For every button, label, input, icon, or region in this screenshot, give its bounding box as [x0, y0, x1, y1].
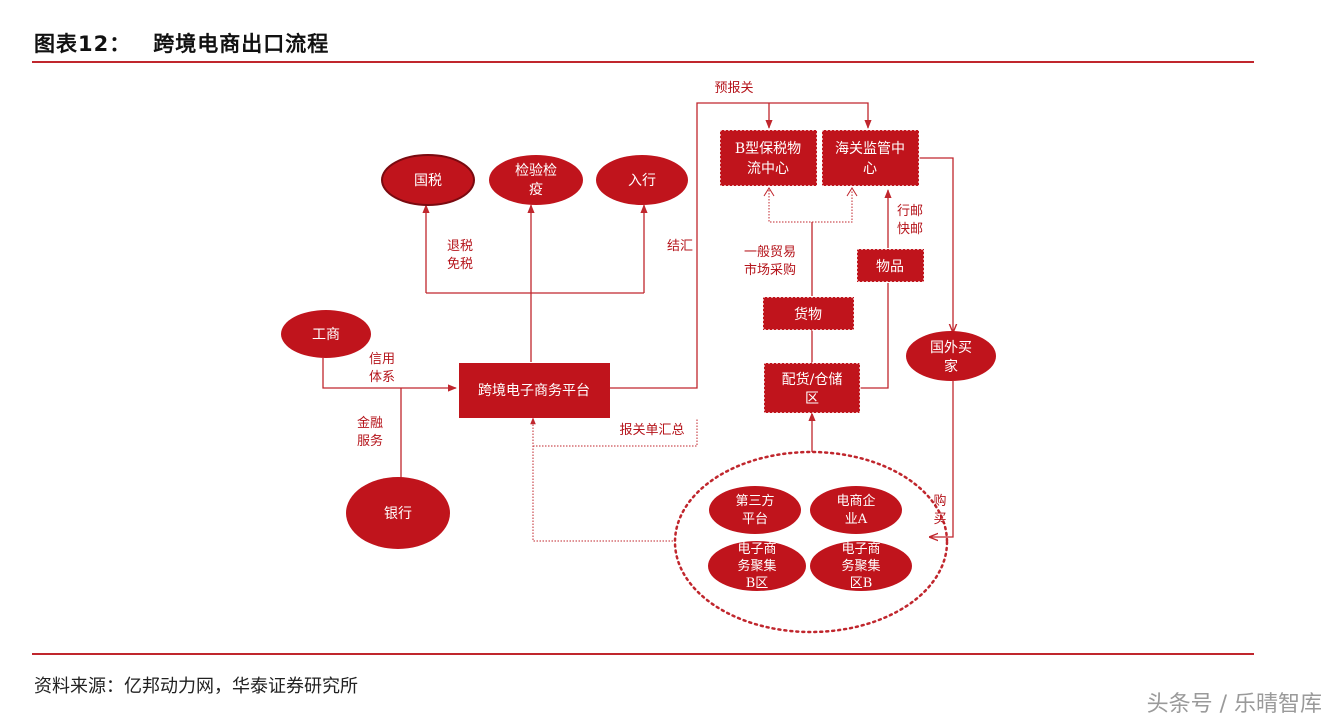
bottom-divider [32, 653, 1254, 655]
node-guoshui-label: 国税 [414, 173, 442, 189]
node-warehouse: 配货/仓储 区 [763, 362, 861, 414]
node-guoshui: 国税 [381, 154, 475, 206]
node-cluster-b-label-2: 务聚集 [737, 558, 776, 574]
edge-buyer-cluster [930, 381, 954, 537]
node-customs-center: 海关监管中 心 [821, 129, 920, 187]
edge-platform-predeclare [610, 102, 872, 389]
edge-warehouse-items [860, 283, 889, 389]
label-jinrong-1: 金融 [357, 415, 383, 431]
node-cluster-b-label-3: B区 [746, 576, 769, 591]
node-gongshang-label: 工商 [312, 327, 340, 343]
node-ecom-a-label-2: 业A [845, 512, 868, 527]
label-tuishui-2: 免税 [447, 257, 473, 272]
label-express-2: 快邮 [897, 222, 923, 237]
figure-title: 图表12： 跨境电商出口流程 [34, 28, 329, 58]
label-yubaoguan: 预报关 [714, 81, 753, 96]
edge-cluster-platform [530, 417, 676, 542]
node-ecom-a: 电商企 业A [810, 486, 902, 534]
node-buyer: 国外买 家 [906, 331, 996, 381]
node-yinhang-label: 银行 [384, 506, 412, 522]
label-baoguandan: 报关单汇总 [619, 423, 684, 438]
node-cluster-b2-label-2: 务聚集 [841, 558, 880, 574]
node-platform: 跨境电子商务平台 [459, 363, 610, 418]
edge-customs-buyer [918, 157, 953, 332]
label-goumai-1: 购 [933, 493, 946, 509]
node-jianyan-label-1: 检验检 [515, 163, 557, 179]
node-wupin: 物品 [856, 248, 925, 283]
node-huowu-label: 货物 [794, 306, 822, 323]
node-cluster-b2: 电子商 务聚集 区B [810, 541, 912, 591]
node-cluster-b2-label-1: 电子商 [841, 542, 880, 557]
label-goumai-2: 买 [933, 512, 946, 527]
edge-trade-split [768, 190, 853, 223]
node-buyer-label-1: 国外买 [930, 340, 972, 356]
arrowhead-customs [846, 187, 858, 197]
label-xinyong-2: 体系 [369, 370, 395, 385]
node-wupin-label: 物品 [876, 259, 904, 275]
node-jianyan: 检验检 疫 [489, 155, 583, 205]
node-warehouse-label-1: 配货/仓储 [782, 371, 843, 388]
label-jiehui: 结汇 [667, 239, 693, 254]
watermark: 头条号 / 乐晴智库 [1146, 692, 1322, 717]
node-yinhang: 银行 [346, 477, 450, 549]
edge-gongshang-platform [322, 358, 457, 392]
arrowhead-bonded [763, 187, 775, 197]
node-jianyan-label-2: 疫 [529, 182, 543, 198]
node-cluster-b-label-1: 电子商 [737, 542, 776, 557]
node-bonded-label-2: 流中心 [747, 161, 789, 177]
figure-title-text: 跨境电商出口流程 [153, 32, 330, 56]
node-platform-label: 跨境电子商务平台 [478, 383, 590, 399]
node-buyer-label-2: 家 [944, 358, 958, 375]
label-xinyong-1: 信用 [369, 352, 395, 367]
label-general-trade-2: 市场采购 [744, 262, 796, 278]
label-tuishui-1: 退税 [447, 239, 473, 254]
node-warehouse-label-2: 区 [805, 391, 819, 407]
node-huowu: 货物 [762, 296, 855, 331]
node-bonded-label-1: B型保税物 [735, 141, 801, 157]
edge-summary-up [533, 418, 698, 447]
node-ruhang: 入行 [596, 155, 688, 205]
figure-label: 图表12： [34, 32, 132, 56]
label-general-trade-1: 一般贸易 [744, 244, 796, 260]
label-jinrong-2: 服务 [357, 433, 383, 449]
node-ruhang-label: 入行 [628, 173, 656, 189]
node-gongshang: 工商 [281, 310, 371, 358]
node-third-party-label-1: 第三方 [735, 493, 774, 509]
node-ecom-a-label-1: 电商企 [836, 493, 875, 509]
source-note: 资料来源：亿邦动力网，华泰证券研究所 [34, 676, 358, 697]
node-third-party: 第三方 平台 [709, 486, 801, 534]
node-bonded-center: B型保税物 流中心 [719, 129, 818, 187]
node-third-party-label-2: 平台 [742, 512, 768, 527]
cluster-boundary [673, 450, 949, 634]
node-customs-label-1: 海关监管中 [835, 141, 905, 157]
node-cluster-b: 电子商 务聚集 B区 [708, 541, 806, 591]
node-customs-label-2: 心 [863, 161, 877, 177]
top-divider [32, 61, 1254, 63]
node-cluster-b2-label-3: 区B [850, 576, 873, 591]
label-express-1: 行邮 [897, 204, 923, 219]
